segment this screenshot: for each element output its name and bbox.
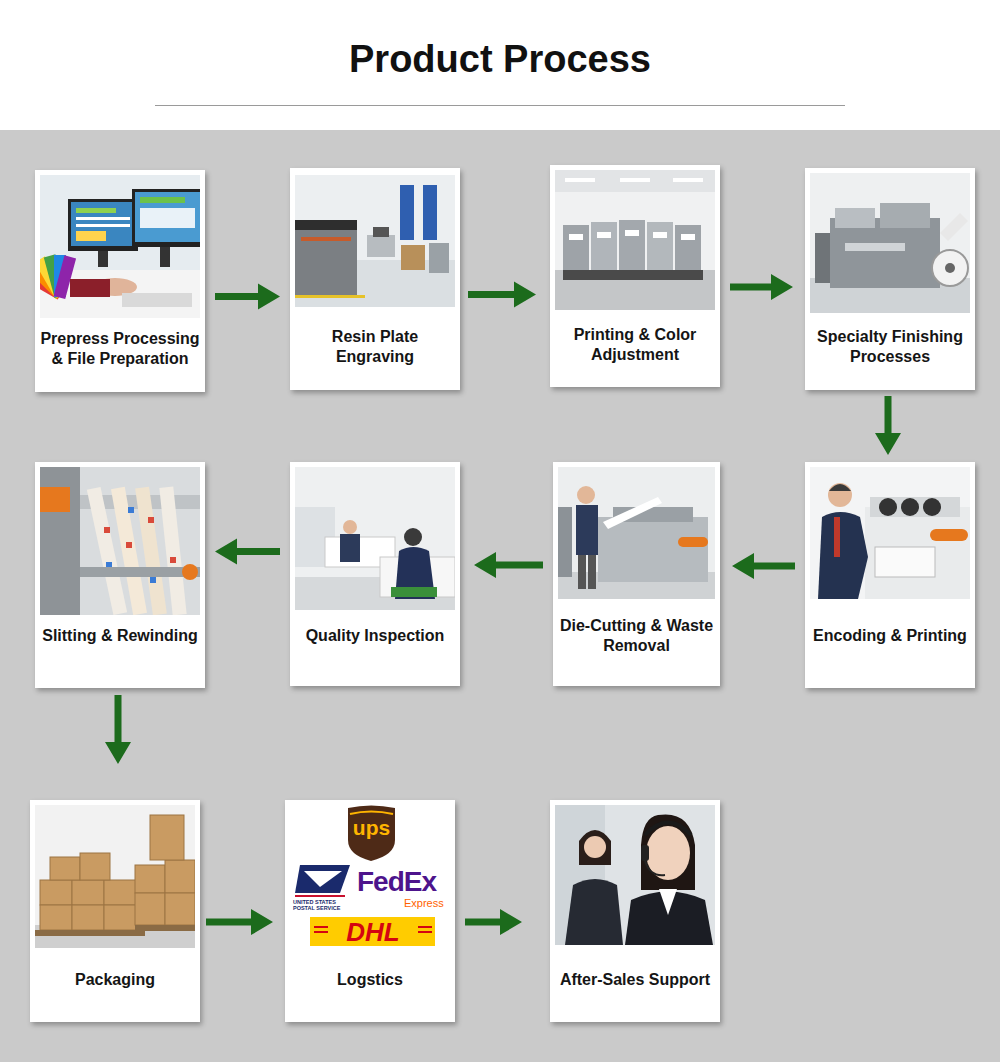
slitting-photo <box>40 467 200 615</box>
step-caption: Prepress Processing & File Preparation <box>39 320 201 378</box>
step-caption: Logstics <box>289 950 451 1010</box>
flow-arrow <box>730 274 793 300</box>
support-agent-photo <box>555 805 715 945</box>
step-caption: Resin Plate Engraving <box>294 318 456 376</box>
step-caption: Die-Cutting & Waste Removal <box>557 610 716 662</box>
step-caption: Specialty Finishing Processes <box>809 318 971 376</box>
flow-arrow <box>732 553 795 579</box>
encoding-photo <box>810 467 970 599</box>
step-caption: Packaging <box>34 950 196 1010</box>
flow-arrow <box>105 695 131 764</box>
packaging-photo <box>35 805 195 948</box>
flow-arrow <box>468 282 536 308</box>
logo-text: DHL <box>318 917 428 948</box>
flow-arrow <box>215 539 280 565</box>
finishing-machine-photo <box>810 173 970 313</box>
logo-text: Express <box>404 897 464 909</box>
step-caption: Slitting & Rewinding <box>39 610 201 662</box>
logo-text: UNITED STATES POSTAL SERVICE <box>293 899 349 911</box>
step-caption: Quality Inspection <box>294 610 456 662</box>
die-cutting-photo <box>558 467 715 599</box>
logo-text: ups <box>348 816 395 840</box>
step-caption: Printing & Color Adjustment <box>554 317 716 373</box>
page-title: Product Process <box>0 38 1000 81</box>
flow-arrow <box>465 909 522 935</box>
plate-room-photo <box>295 175 455 307</box>
press-line-photo <box>555 170 715 310</box>
logo-text: FedEx <box>357 866 457 898</box>
step-caption: After-Sales Support <box>554 950 716 1010</box>
flow-arrow <box>875 396 901 455</box>
prepress-photo <box>40 175 200 318</box>
title-rule <box>155 105 845 106</box>
inspection-photo <box>295 467 455 610</box>
step-caption: Encoding & Printing <box>809 610 971 662</box>
flow-arrow <box>206 909 273 935</box>
flow-arrow <box>474 552 543 578</box>
flow-arrow <box>215 284 280 310</box>
